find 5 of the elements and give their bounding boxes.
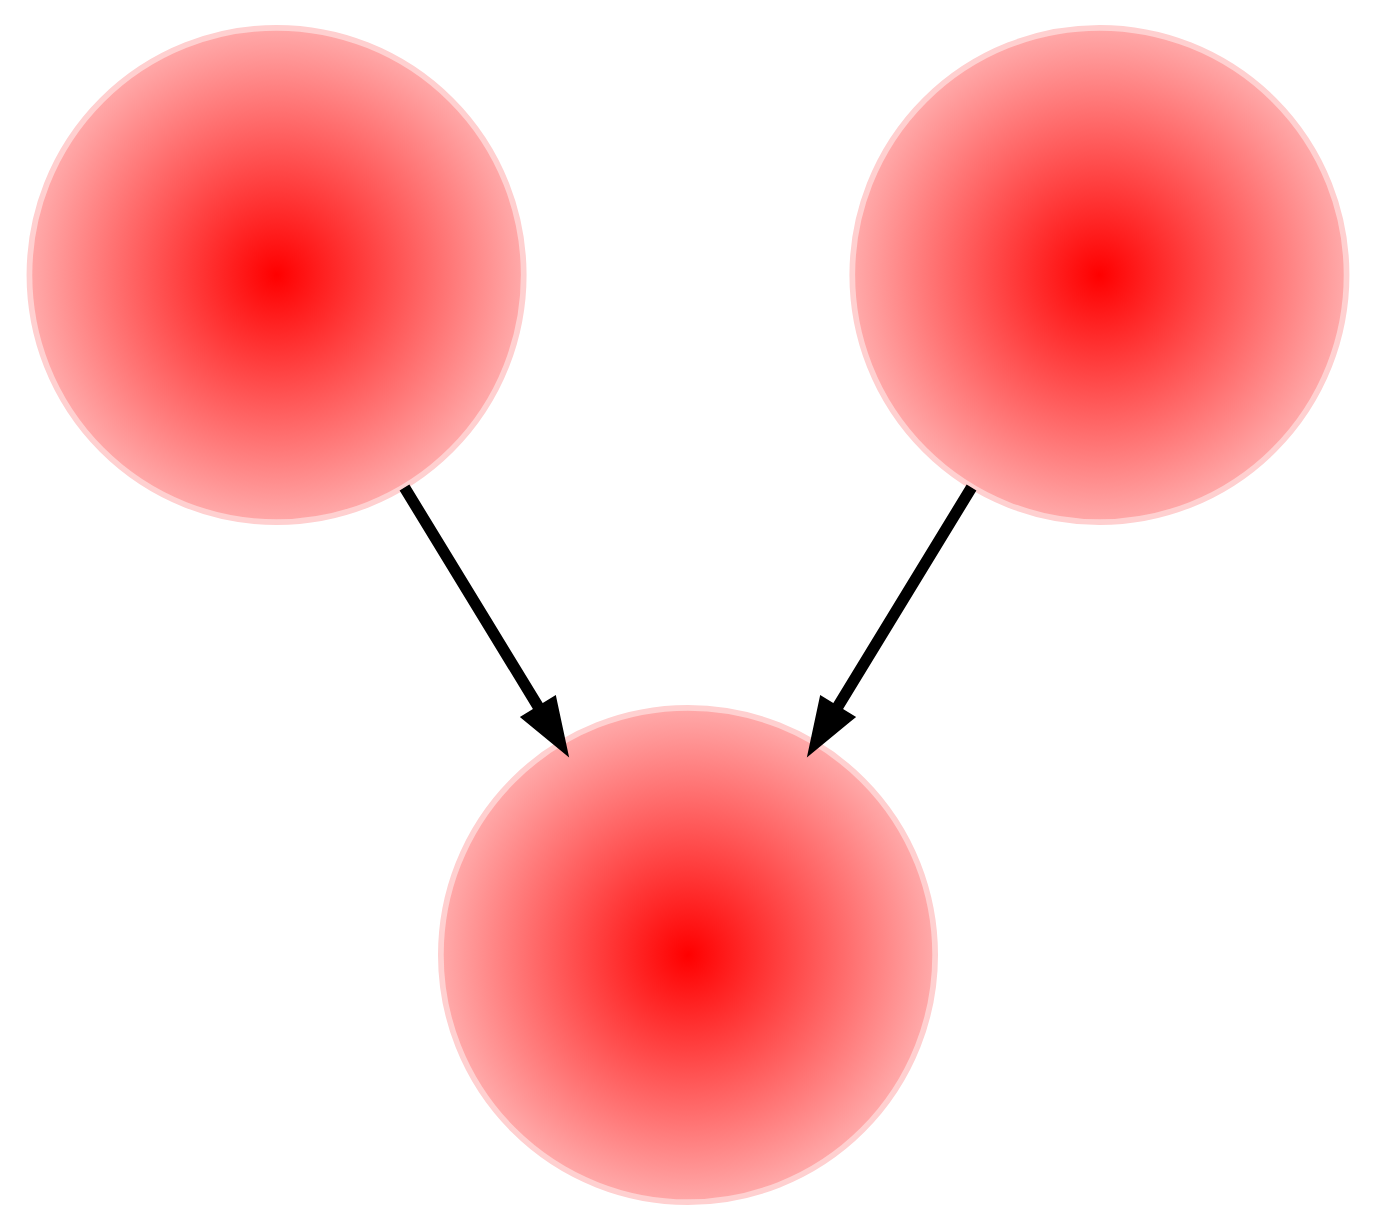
node-circle — [25, 25, 526, 525]
arrow — [805, 484, 976, 758]
node-circle — [848, 25, 1349, 525]
arrow — [398, 484, 569, 758]
node-circle — [437, 705, 937, 1205]
